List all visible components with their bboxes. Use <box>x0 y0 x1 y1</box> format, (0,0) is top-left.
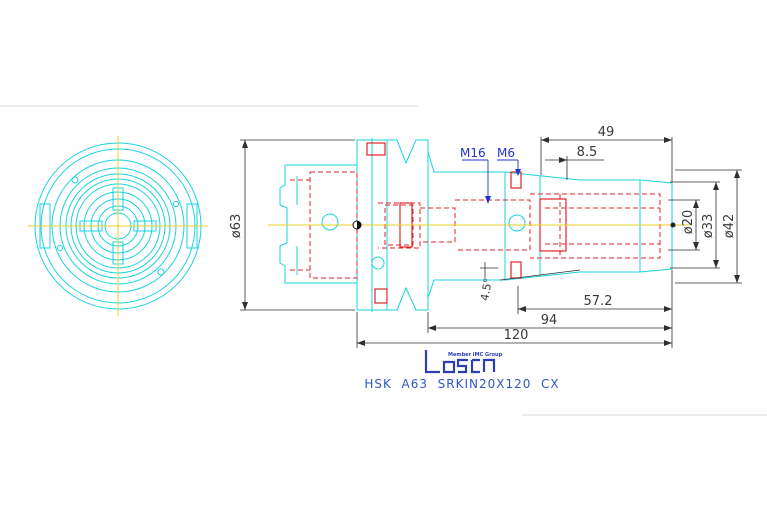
callout-leaders <box>462 159 519 200</box>
logo-tagline: Member IMC Group <box>448 352 503 358</box>
hidden-solid-red <box>366 142 567 304</box>
dimension-arrows <box>242 137 740 346</box>
end-view-centerlines <box>28 136 208 316</box>
dim-dia-33: ø33 <box>701 214 716 239</box>
callout-m16: M16 <box>460 146 486 160</box>
dim-dia-20: ø20 <box>681 210 696 235</box>
sheet-border <box>0 105 767 416</box>
dim-length-120: 120 <box>504 328 529 343</box>
dim-length-57-2: 57.2 <box>584 294 613 309</box>
callout-arrows <box>485 169 521 204</box>
iscar-logo: Member IMC Group <box>424 350 503 374</box>
dim-dia-42: ø42 <box>722 214 737 239</box>
dim-angle: 4.5° <box>478 277 495 302</box>
callout-m6: M6 <box>497 146 515 160</box>
dim-dia-63: ø63 <box>229 214 244 239</box>
dim-length-49: 49 <box>598 125 615 140</box>
part-title: HSK A63 SRKIN20X120 CX <box>364 377 559 391</box>
dim-length-94: 94 <box>541 313 558 328</box>
side-view-centerline <box>268 220 690 230</box>
dim-length-8-5: 8.5 <box>577 145 598 160</box>
dimension-lines <box>240 137 742 348</box>
